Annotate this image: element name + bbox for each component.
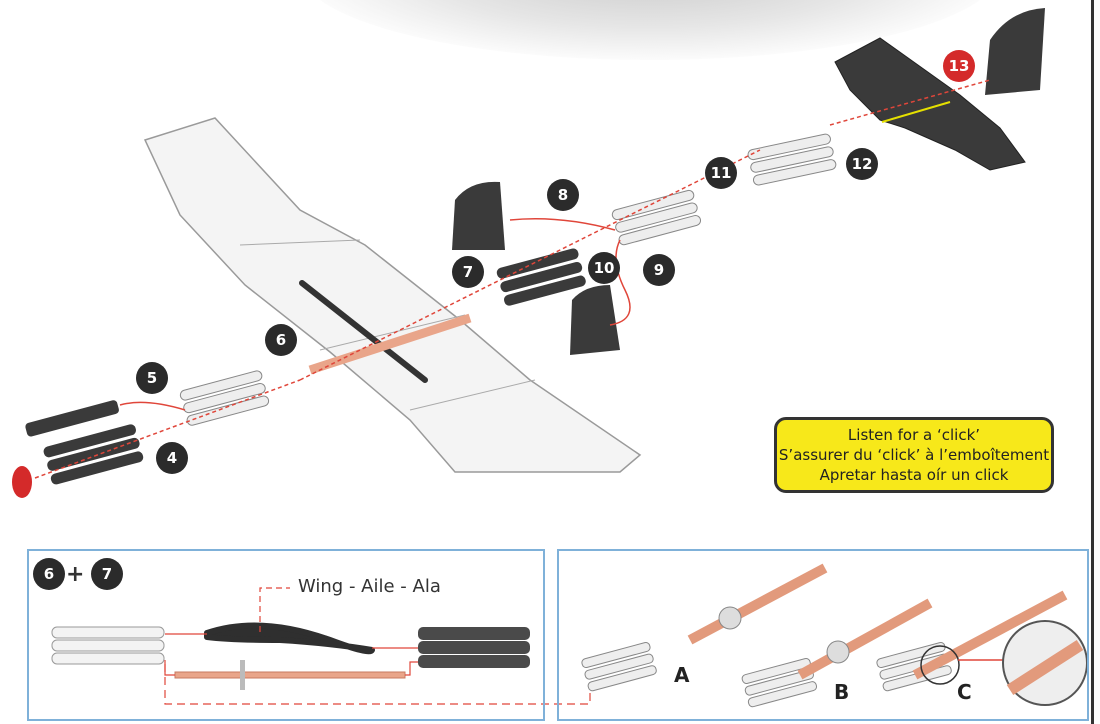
page-edge-divider (1091, 0, 1094, 724)
step-badge-8: 8 (547, 179, 579, 211)
step-label-b: B (834, 680, 850, 704)
assembly-arrows (34, 79, 991, 479)
detail-rod-clip (240, 660, 245, 690)
fin-9 (570, 285, 620, 355)
wing-panel-line (239, 239, 361, 246)
step-label-a: A (674, 663, 690, 687)
step-badge-7: 7 (452, 256, 484, 288)
detail-badge-6: 6 (33, 558, 65, 590)
step-badge-5: 5 (136, 362, 168, 394)
fin-8 (452, 181, 505, 250)
step-badge-12: 12 (846, 148, 878, 180)
step-badge-11: 11 (705, 157, 737, 189)
step-badge-6: 6 (265, 324, 297, 356)
detail-step-a (581, 563, 828, 692)
step-badge-4: 4 (156, 442, 188, 474)
fin-13 (985, 8, 1045, 95)
main-wing (143, 117, 642, 473)
wing-panel-line (409, 379, 536, 411)
callout-line-en: Listen for a ‘click’ (847, 426, 981, 444)
wing-rod (308, 313, 472, 375)
carbon-spar (299, 280, 428, 383)
step-badge-9: 9 (643, 254, 675, 286)
detail-step-b (741, 598, 933, 708)
wing-airfoil (204, 622, 375, 655)
step-badge-10: 10 (588, 252, 620, 284)
connector-11-12 (747, 133, 837, 186)
nose-part-5 (25, 400, 119, 437)
step-label-c: C (957, 680, 972, 704)
detail-step-c (876, 590, 1088, 706)
detail-arrows (164, 587, 591, 705)
tail-stabilizer (834, 37, 1026, 171)
connector-5 (179, 370, 270, 426)
detail-badge-7: 7 (91, 558, 123, 590)
detail-connector-light (51, 626, 165, 665)
connector-10 (611, 189, 702, 246)
detail-connector-dark (418, 627, 530, 668)
detail-panel-rod-steps (557, 549, 1089, 721)
wing-label: Wing - Aile - Ala (298, 576, 441, 597)
detail-panel-wing-joint (27, 549, 545, 721)
connector-7 (496, 248, 586, 306)
tail-yellow-mark (881, 101, 951, 123)
wing-panel-line (319, 314, 466, 351)
callout-line-fr: S’assurer du ‘click’ à l’emboîtement (778, 446, 1050, 464)
plus-sign: + (66, 562, 85, 587)
nose-ring (12, 466, 32, 498)
callout-line-es: Apretar hasta oír un click (819, 466, 1009, 484)
step-badge-13: 13 (943, 50, 975, 82)
click-callout: Listen for a ‘click’ S’assurer du ‘click… (774, 417, 1054, 493)
connector-4 (43, 424, 144, 485)
